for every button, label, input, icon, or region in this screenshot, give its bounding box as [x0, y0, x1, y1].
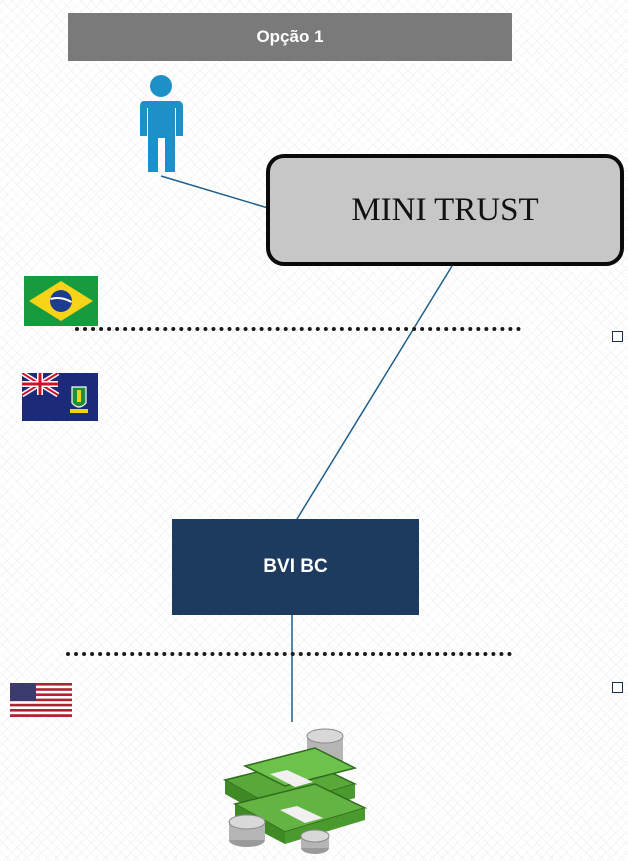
connector-person-trust	[160, 175, 269, 209]
person-icon	[140, 75, 183, 172]
bvi-bc-node: BVI BC	[172, 519, 419, 615]
bullet-marker-2	[612, 682, 623, 693]
usa-flag-icon	[10, 683, 72, 717]
jurisdiction-divider-top	[75, 327, 521, 331]
british-virgin-islands-flag-icon	[22, 373, 98, 421]
option-header: Opção 1	[68, 13, 512, 61]
bvi-bc-label: BVI BC	[263, 556, 328, 577]
brazil-flag-icon	[24, 276, 98, 326]
jurisdiction-divider-bottom	[66, 652, 512, 656]
bullet-marker-1	[612, 331, 623, 342]
connector-trust-bvi	[296, 265, 453, 520]
mini-trust-node: MINI TRUST	[266, 154, 624, 266]
money-stack-icon	[222, 728, 368, 854]
mini-trust-label: MINI TRUST	[351, 191, 539, 228]
option-title: Opção 1	[256, 27, 324, 46]
